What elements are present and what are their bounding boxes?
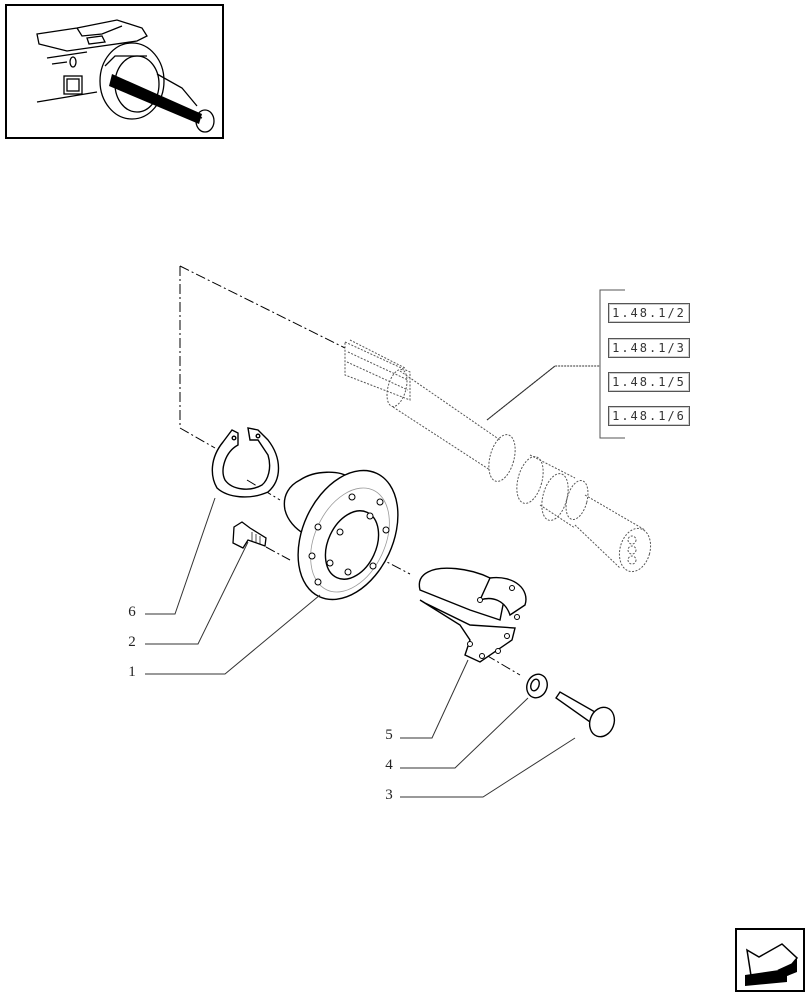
washer-part <box>526 673 548 699</box>
shaft-leader-line <box>486 365 600 421</box>
reference-link-1-48-1-2[interactable]: 1.48.1/2 <box>608 303 690 323</box>
assembly-axis-lines <box>179 265 521 676</box>
callout-5[interactable]: 5 <box>385 727 393 743</box>
reference-link-1-48-1-3[interactable]: 1.48.1/3 <box>608 338 690 358</box>
reference-bracket <box>599 289 625 439</box>
snap-ring-part <box>211 427 280 498</box>
split-collar-part <box>418 567 527 663</box>
callout-leader-lines <box>145 497 576 798</box>
reference-link-1-48-1-5[interactable]: 1.48.1/5 <box>608 372 690 392</box>
assembly-locator-thumbnail <box>5 4 224 139</box>
flange-hub-part <box>283 469 399 601</box>
stud-bolt-part <box>232 521 267 549</box>
bolt-part <box>555 691 616 738</box>
pto-shaft <box>344 339 652 573</box>
navigation-back-button[interactable] <box>735 928 805 992</box>
pto-housing-illustration <box>36 19 215 133</box>
reference-link-1-48-1-6[interactable]: 1.48.1/6 <box>608 406 690 426</box>
arrow-back-icon <box>745 943 799 986</box>
callout-1[interactable]: 1 <box>128 664 136 680</box>
callout-4[interactable]: 4 <box>385 757 393 773</box>
callout-2[interactable]: 2 <box>128 634 136 650</box>
callout-3[interactable]: 3 <box>385 787 393 803</box>
callout-6[interactable]: 6 <box>128 604 136 620</box>
